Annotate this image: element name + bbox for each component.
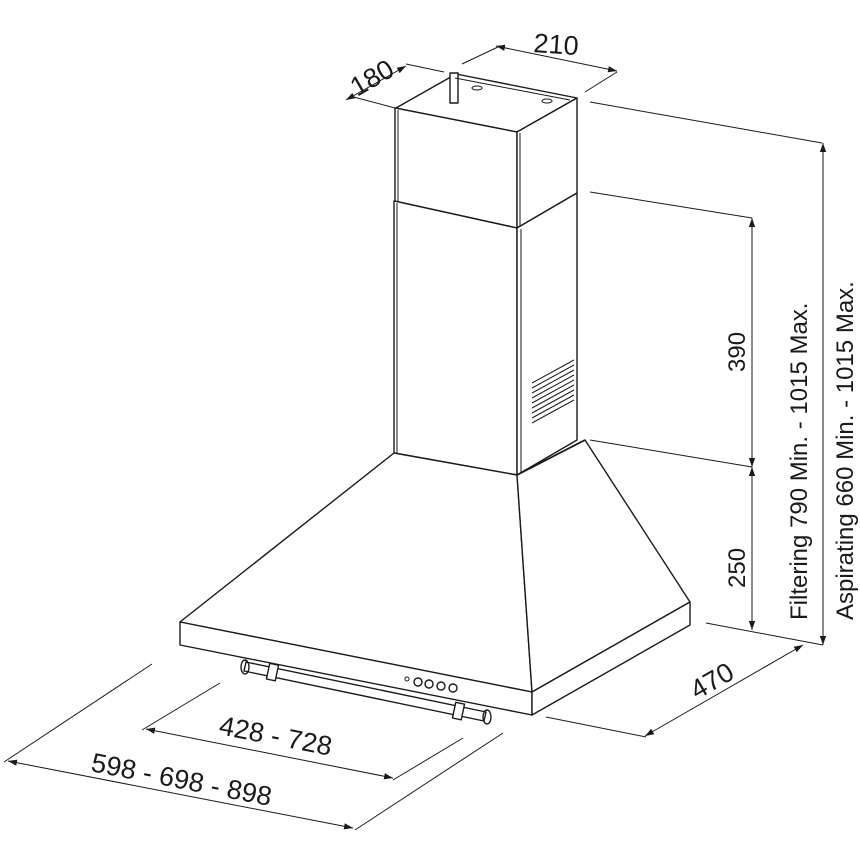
svg-text:Aspirating 660 Min. - 1015 Max: Aspirating 660 Min. - 1015 Max. xyxy=(832,281,859,620)
chimney-bracket xyxy=(449,72,459,104)
control-button-1 xyxy=(413,677,423,687)
chimney xyxy=(393,72,578,476)
svg-text:180: 180 xyxy=(345,54,399,103)
svg-text:470: 470 xyxy=(685,657,739,706)
svg-text:Filtering 790 Min. - 1015 Max.: Filtering 790 Min. - 1015 Max. xyxy=(786,303,813,620)
vent-grille xyxy=(531,359,575,424)
control-panel xyxy=(404,676,458,693)
dim-250: 250 xyxy=(724,467,756,630)
dim-210: 210 xyxy=(461,28,618,93)
lower-chimney-side xyxy=(516,192,578,476)
dim-total-height: Filtering 790 Min. - 1015 Max. Aspiratin… xyxy=(786,143,859,645)
svg-text:390: 390 xyxy=(724,332,751,372)
svg-text:428 - 728: 428 - 728 xyxy=(217,710,335,761)
canopy-side-band xyxy=(531,601,691,716)
lower-chimney-front xyxy=(393,200,518,476)
svg-text:210: 210 xyxy=(533,28,580,61)
control-button-4 xyxy=(448,683,458,693)
svg-text:250: 250 xyxy=(724,548,751,588)
control-button-2 xyxy=(424,679,434,689)
svg-text:598 - 698 - 898: 598 - 698 - 898 xyxy=(89,747,275,811)
control-button-3 xyxy=(436,681,446,691)
towel-rail xyxy=(240,659,492,725)
indicator-light xyxy=(404,676,410,682)
dim-390: 390 xyxy=(724,218,756,467)
canopy xyxy=(179,439,691,716)
